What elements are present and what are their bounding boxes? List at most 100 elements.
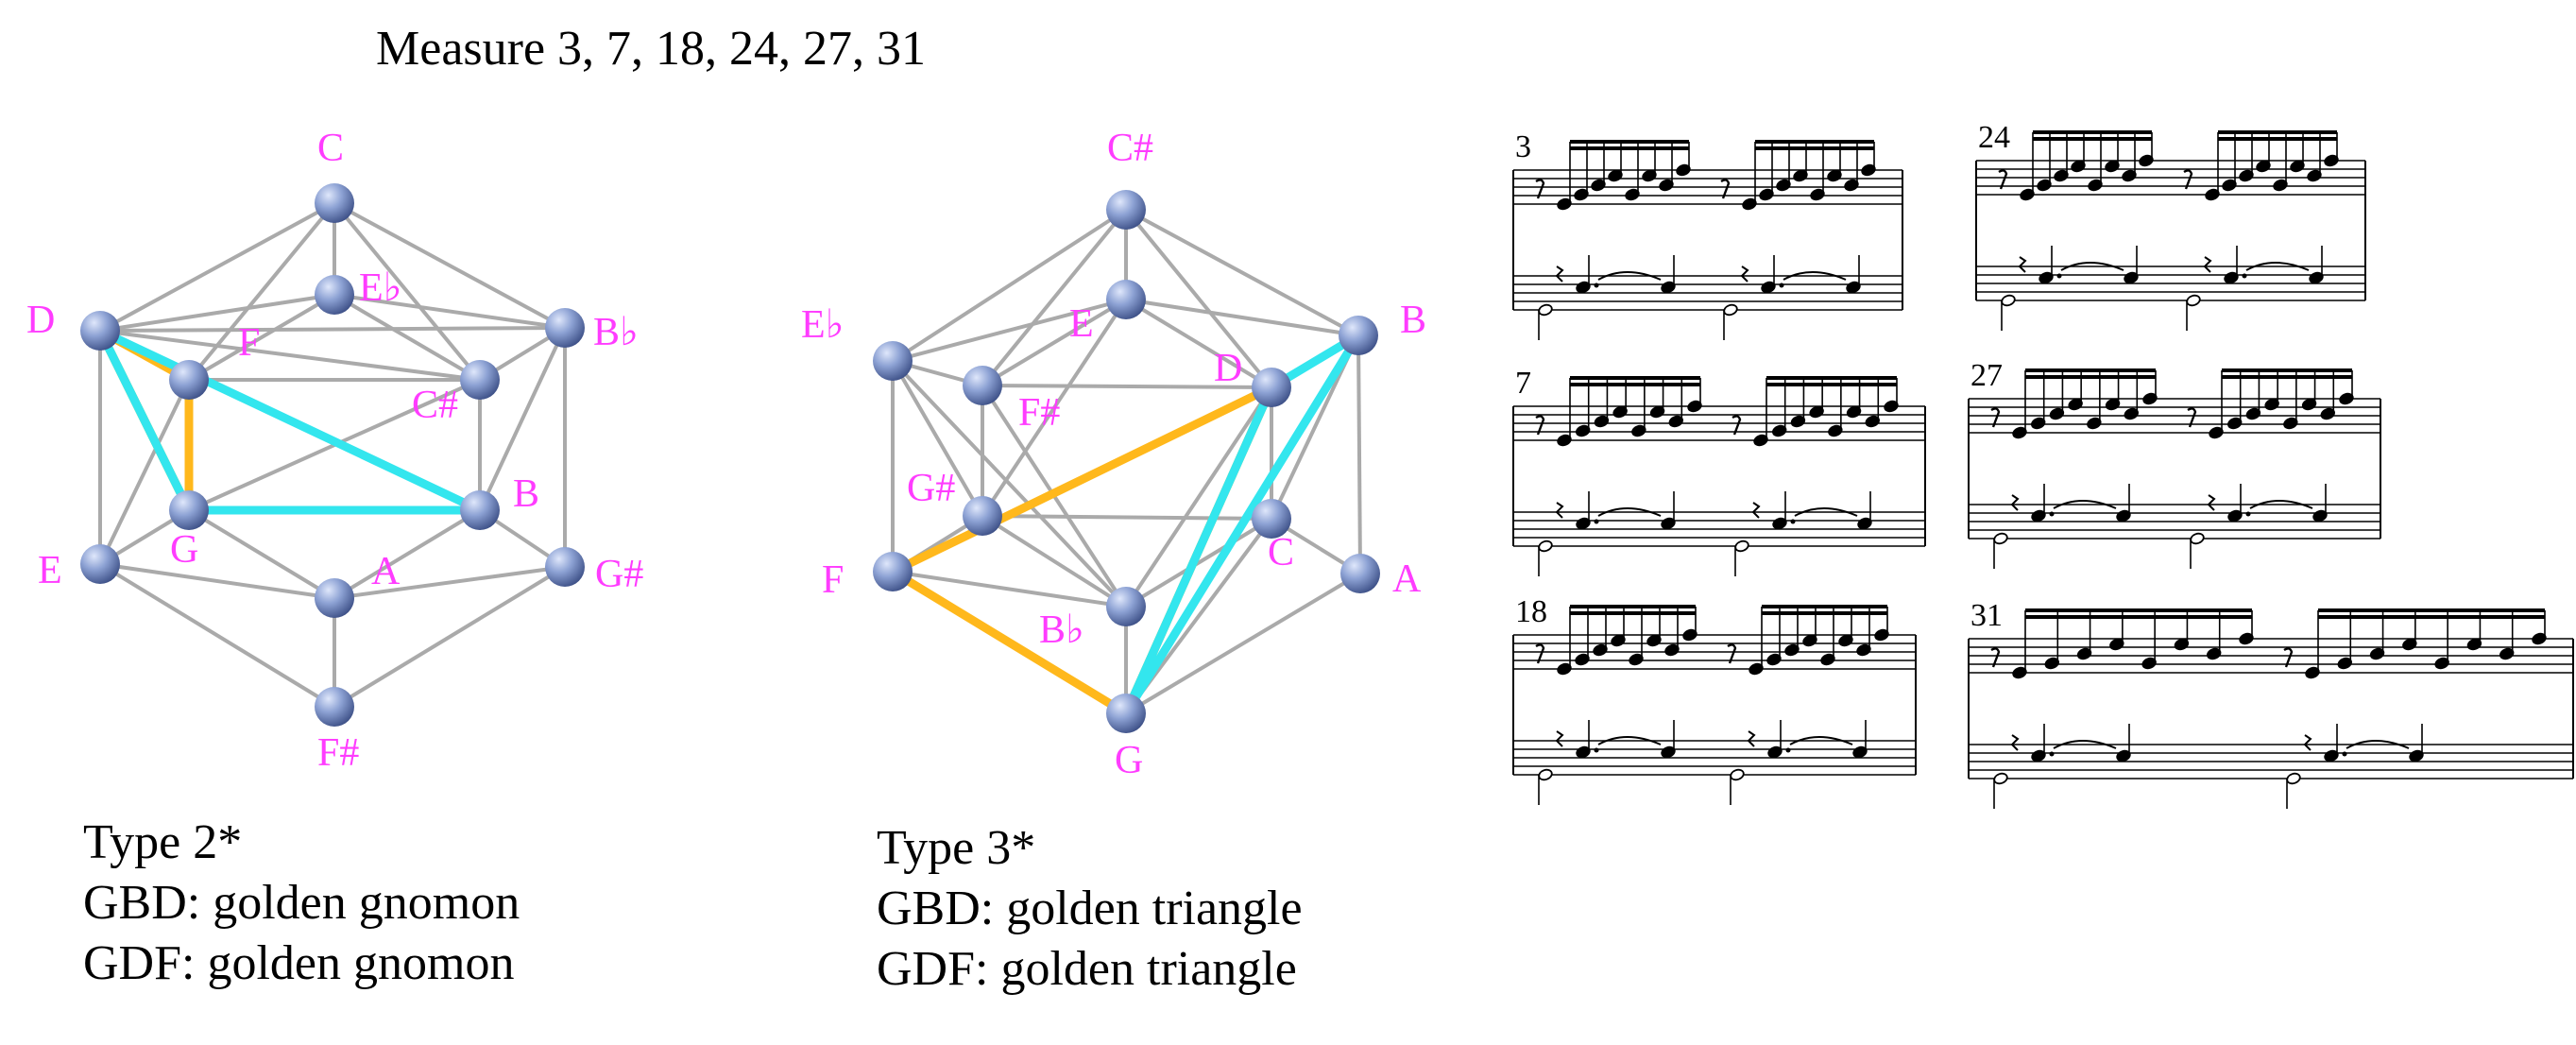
caption-right: Type 3* GBD: golden triangle GDF: golden… [877,818,1303,1000]
note-label: F [822,558,844,602]
edge [1124,208,1273,389]
tie [1794,507,1858,517]
vertex-node [315,687,354,727]
edge [333,201,482,382]
tie [1597,271,1662,281]
rest [1998,169,2008,190]
rest [1535,643,1545,664]
vertex-node [1106,587,1146,626]
edge [1125,298,1359,337]
tie [2249,500,2313,509]
edge [1124,385,1273,608]
edge [99,293,335,333]
vertex-node [460,360,500,400]
edge [1124,572,1362,715]
edge [333,201,566,330]
rest [1555,730,1564,747]
tie [1783,271,1847,281]
edge [1124,517,1273,608]
vertex-node [1252,499,1291,539]
rest [2303,734,2312,751]
note-label: F# [1018,391,1060,435]
caption-right-line2: GDF: golden triangle [877,942,1297,996]
dot [2342,751,2347,757]
rest [1555,266,1564,283]
caption-left: Type 2* GBD: golden gnomon GDF: golden g… [83,813,520,994]
edge [981,298,1128,518]
vertex-node [1106,694,1146,733]
note-label: B [513,472,539,516]
vertex-node [545,308,585,348]
dot [1790,519,1796,524]
note-label: C [317,127,344,170]
edge [1125,208,1359,337]
triangle-gbd [1121,331,1363,718]
note-head [2001,294,2016,307]
rest [2183,169,2193,190]
note-head [1993,532,2008,545]
dot [1594,283,1599,288]
note-head [1538,540,1553,553]
note-label: E♭ [359,266,401,310]
vertex-node [460,490,500,530]
edge [187,293,336,382]
tie [1597,507,1662,517]
vertex-node [315,275,354,315]
tie [2060,262,2124,271]
note-label: F [238,321,260,365]
edge [981,298,1128,387]
edge [187,508,336,600]
rest [2010,494,2020,511]
note-label: A [371,550,401,593]
vertex-node [1252,368,1291,407]
caption-right-type: Type 3* [877,821,1036,875]
vertex-node [873,552,913,591]
edge [891,359,1128,608]
vertex-node [1106,280,1146,319]
rest [1555,502,1564,519]
measure-number: 24 [1978,120,2010,155]
note-label: B♭ [1039,608,1084,652]
edge [333,565,567,709]
edge [981,514,1272,521]
page-title: Measure 3, 7, 18, 24, 27, 31 [376,22,927,76]
caption-right-line1: GBD: golden triangle [877,882,1303,935]
dot [2049,751,2055,757]
rest [2187,407,2197,428]
dot [1594,747,1599,753]
edge [333,508,482,600]
note-label: F# [317,731,359,775]
measure-number: 7 [1515,366,1531,401]
vertex-node [80,311,120,351]
rest [1747,730,1756,747]
tie [2053,500,2117,509]
note-label: C# [412,384,458,427]
note-label: G# [907,467,955,510]
dot [1779,283,1784,288]
vertex-node [963,366,1002,405]
measure-number: 27 [1970,358,2003,393]
note-head [2286,772,2301,785]
dot [2242,273,2247,279]
vertex-node [873,341,913,381]
vertex-node [315,578,354,618]
note-label: E♭ [801,303,844,347]
edge [99,326,566,333]
note-label: D [1214,347,1242,390]
rest [1727,643,1737,664]
caption-left-line1: GBD: golden gnomon [83,876,520,930]
caption-left-line2: GDF: golden gnomon [83,936,515,990]
note-label: B [1400,299,1426,342]
dot [1594,519,1599,524]
rest [1751,502,1761,519]
edge [99,201,335,333]
triangle-gbd [95,326,485,515]
edge [892,570,1127,608]
vertex-node [963,496,1002,536]
note-label: D [26,299,55,342]
measure-number: 31 [1970,598,2003,633]
dot [2056,273,2062,279]
note-label: G# [595,553,643,596]
edge [891,208,1128,363]
